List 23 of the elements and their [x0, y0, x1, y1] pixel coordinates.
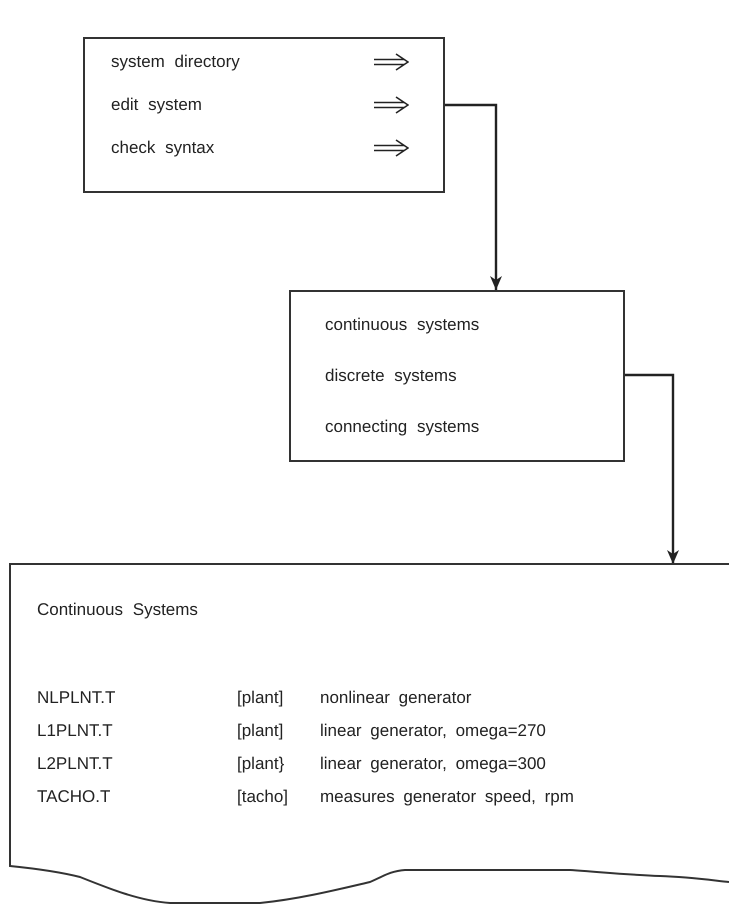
file-name: L1PLNT.T [37, 720, 114, 742]
file-type: [plant} [237, 753, 286, 775]
file-description: linear generator, omega=300 [320, 753, 547, 775]
menu-item: check syntax [111, 138, 216, 158]
connector-arrow [625, 374, 679, 564]
file-name: NLPLNT.T [37, 687, 116, 709]
file-type: [plant] [237, 687, 284, 709]
menu-item: discrete systems [325, 366, 458, 386]
file-type: [tacho] [237, 786, 290, 808]
file-description: linear generator, omega=270 [320, 720, 547, 742]
menu-item: continuous systems [325, 315, 480, 335]
file-description: nonlinear generator [320, 687, 472, 709]
file-type: [plant] [237, 720, 284, 742]
menu-box [289, 290, 625, 462]
window-heading: Continuous Systems [37, 600, 198, 620]
menu-item: system directory [111, 52, 241, 72]
file-name: TACHO.T [37, 786, 112, 808]
menu-item: connecting systems [325, 417, 480, 437]
file-description: measures generator speed, rpm [320, 786, 574, 808]
connector-arrow [445, 104, 502, 290]
file-name: L2PLNT.T [37, 753, 114, 775]
menu-box [83, 37, 445, 193]
menu-item: edit system [111, 95, 203, 115]
